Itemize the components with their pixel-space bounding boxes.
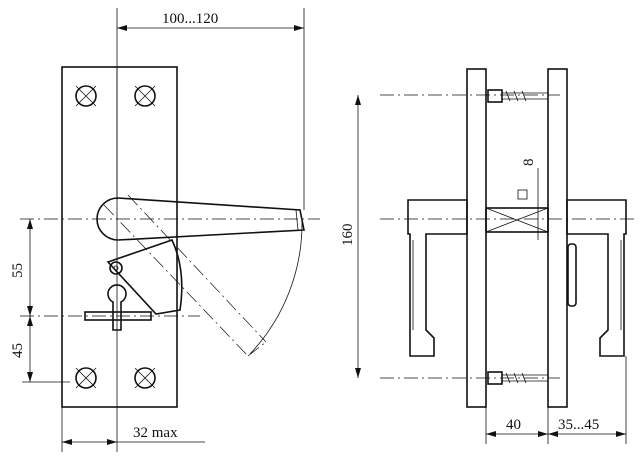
plate-inner (466, 68, 487, 408)
dim-plate-width: 32 max (61, 407, 205, 452)
plate-outer (547, 68, 568, 408)
lever-right (566, 199, 627, 357)
handle-closed (96, 197, 305, 241)
screw-hole-bottom-right (134, 367, 156, 389)
dim-left-vertical: 55 45 (10, 219, 70, 383)
dim-small-gap: 8 (521, 159, 539, 240)
swing-arc (249, 221, 303, 355)
dim-handle-projection-label: 35...45 (558, 417, 599, 433)
dim-small-gap-label: 8 (521, 159, 537, 167)
dim-depth-label: 40 (506, 417, 521, 433)
screw-hole-top-right (134, 85, 156, 107)
dim-total-height-label: 160 (340, 224, 356, 247)
screw-hole-top-left (75, 85, 97, 107)
screw-hole-bottom-left (75, 367, 97, 389)
dim-height-upper-label: 55 (10, 263, 26, 278)
side-view: 160 8 40 35...45 (340, 68, 636, 444)
dim-handle-reach-label: 100...120 (162, 11, 218, 27)
handle-open-phantom (103, 194, 267, 357)
dim-total-height: 160 (340, 95, 361, 378)
dim-depth: 40 35...45 (485, 356, 627, 444)
spindle (485, 189, 549, 233)
through-bolt-top (487, 89, 548, 103)
lever-left (407, 199, 468, 357)
front-view: 100...120 55 45 32 max (10, 8, 320, 452)
cam-latch (106, 239, 183, 315)
dim-plate-width-label: 32 max (133, 425, 178, 441)
dim-handle-reach: 100...120 (116, 8, 305, 210)
dim-height-lower-label: 45 (10, 343, 26, 358)
bolt-keyhole (84, 284, 152, 331)
